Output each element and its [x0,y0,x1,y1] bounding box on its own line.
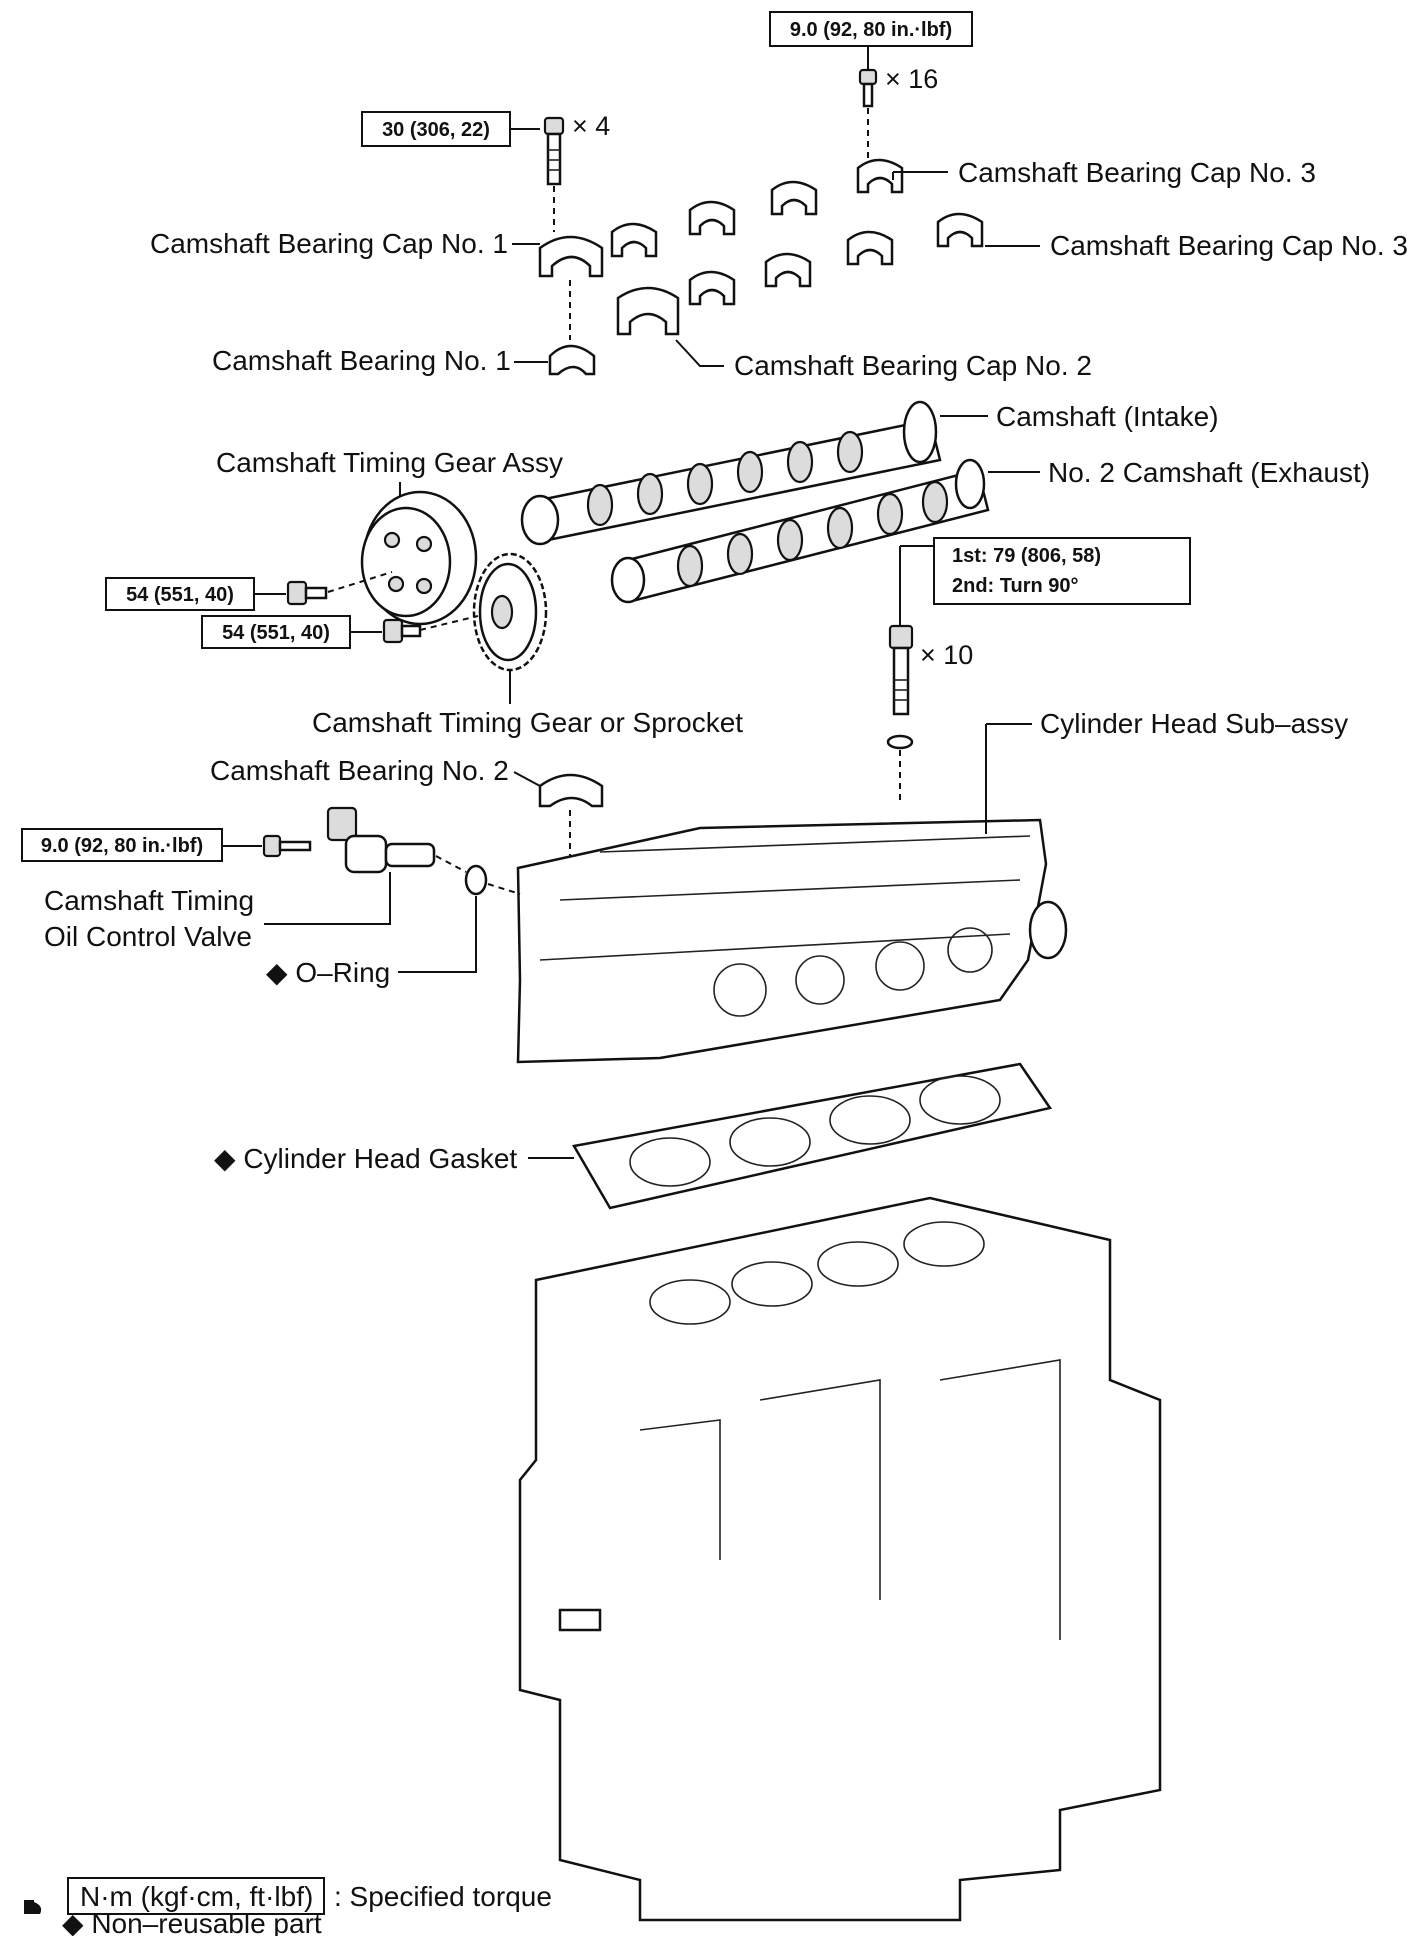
ocv-bolt-torque-spec: 9.0 (92, 80 in.·lbf) [21,828,223,862]
legend-torque-desc: : Specified torque [334,1881,552,1912]
camshaft-intake [520,400,942,546]
cap-no3-bolt-quantity: × 16 [885,64,938,94]
gear-bolt-icon [286,580,328,606]
legend: N·m (kgf·cm, ft·lbf) : Specified torque … [24,1877,552,1936]
camshaft-bearing-caps [538,158,984,336]
svg-text:54 (551, 40): 54 (551, 40) [222,622,330,644]
sprocket-bolt-icon [382,618,422,644]
timing-gear-sprocket [472,552,548,672]
label-ocv-line1: Camshaft Timing [44,885,254,916]
cylinder-head [516,818,1068,1064]
cap-no3-torque-spec: 9.0 (92, 80 in.·lbf) [769,11,973,47]
legend-torque-unit: N·m (kgf·cm, ft·lbf) [80,1881,313,1912]
label-o-ring: ◆ O–Ring [266,957,390,988]
gear-bolt-torque-spec: 54 (551, 40) [105,577,255,611]
camshaft-bearing-no1 [548,344,596,376]
camshaft-exhaust [610,458,990,604]
svg-text:9.0 (92, 80 in.·lbf): 9.0 (92, 80 in.·lbf) [41,835,203,857]
label-cylinder-head: Cylinder Head Sub–assy [1040,708,1348,739]
cap-no1-bolt-quantity: × 4 [572,111,610,141]
label-ocv-line2: Oil Control Valve [44,921,252,952]
oil-control-valve [326,806,436,874]
svg-text:9.0 (92, 80 in.·lbf): 9.0 (92, 80 in.·lbf) [790,19,952,41]
label-bearing-no1: Camshaft Bearing No. 1 [212,345,511,376]
bearing-cap-no3-top [856,158,904,194]
label-cap-no1: Camshaft Bearing Cap No. 1 [150,228,508,259]
svg-text:54 (551, 40): 54 (551, 40) [126,584,234,606]
label-head-gasket: ◆ Cylinder Head Gasket [214,1143,517,1174]
camshaft-bearing-no2 [538,773,604,808]
head-bolt-torque-spec: 1st: 79 (806, 58) 2nd: Turn 90° [933,537,1191,605]
legend-torque-icon [24,1900,42,1914]
head-bolt-quantity: × 10 [920,640,973,670]
label-cap-no2: Camshaft Bearing Cap No. 2 [734,350,1092,381]
legend-non-reusable: ◆ Non–reusable part [62,1908,322,1936]
bearing-cap-no3-right [936,212,984,248]
bearing-cap-no2 [616,286,680,336]
bearing-cap-no1 [538,235,604,278]
label-cap-no3-top: Camshaft Bearing Cap No. 3 [958,157,1316,188]
svg-text:1st: 79 (806, 58): 1st: 79 (806, 58) [952,545,1101,567]
label-bearing-no2: Camshaft Bearing No. 2 [210,755,509,786]
engine-block [518,1196,1162,1922]
cap-no1-bolt-icon [543,116,565,186]
o-ring-icon [464,864,488,896]
cylinder-head-gasket [572,1062,1053,1210]
svg-text:30 (306, 22): 30 (306, 22) [382,119,490,141]
cap-no3-bolt-icon [858,46,878,108]
svg-text:2nd: Turn 90°: 2nd: Turn 90° [952,575,1079,597]
head-bolt-washer [886,734,914,750]
label-timing-gear-sprocket: Camshaft Timing Gear or Sprocket [312,707,743,738]
cap-no1-torque-spec: 30 (306, 22) [361,111,511,147]
sprocket-bolt-torque-spec: 54 (551, 40) [201,615,351,649]
label-cap-no3-right: Camshaft Bearing Cap No. 3 [1050,230,1408,261]
label-timing-gear-assy: Camshaft Timing Gear Assy [216,447,563,478]
head-bolt-icon [888,624,914,716]
ocv-bolt-icon [262,834,312,858]
label-camshaft-exhaust: No. 2 Camshaft (Exhaust) [1048,457,1370,488]
label-camshaft-intake: Camshaft (Intake) [996,401,1219,432]
timing-gear-assy [360,490,478,626]
